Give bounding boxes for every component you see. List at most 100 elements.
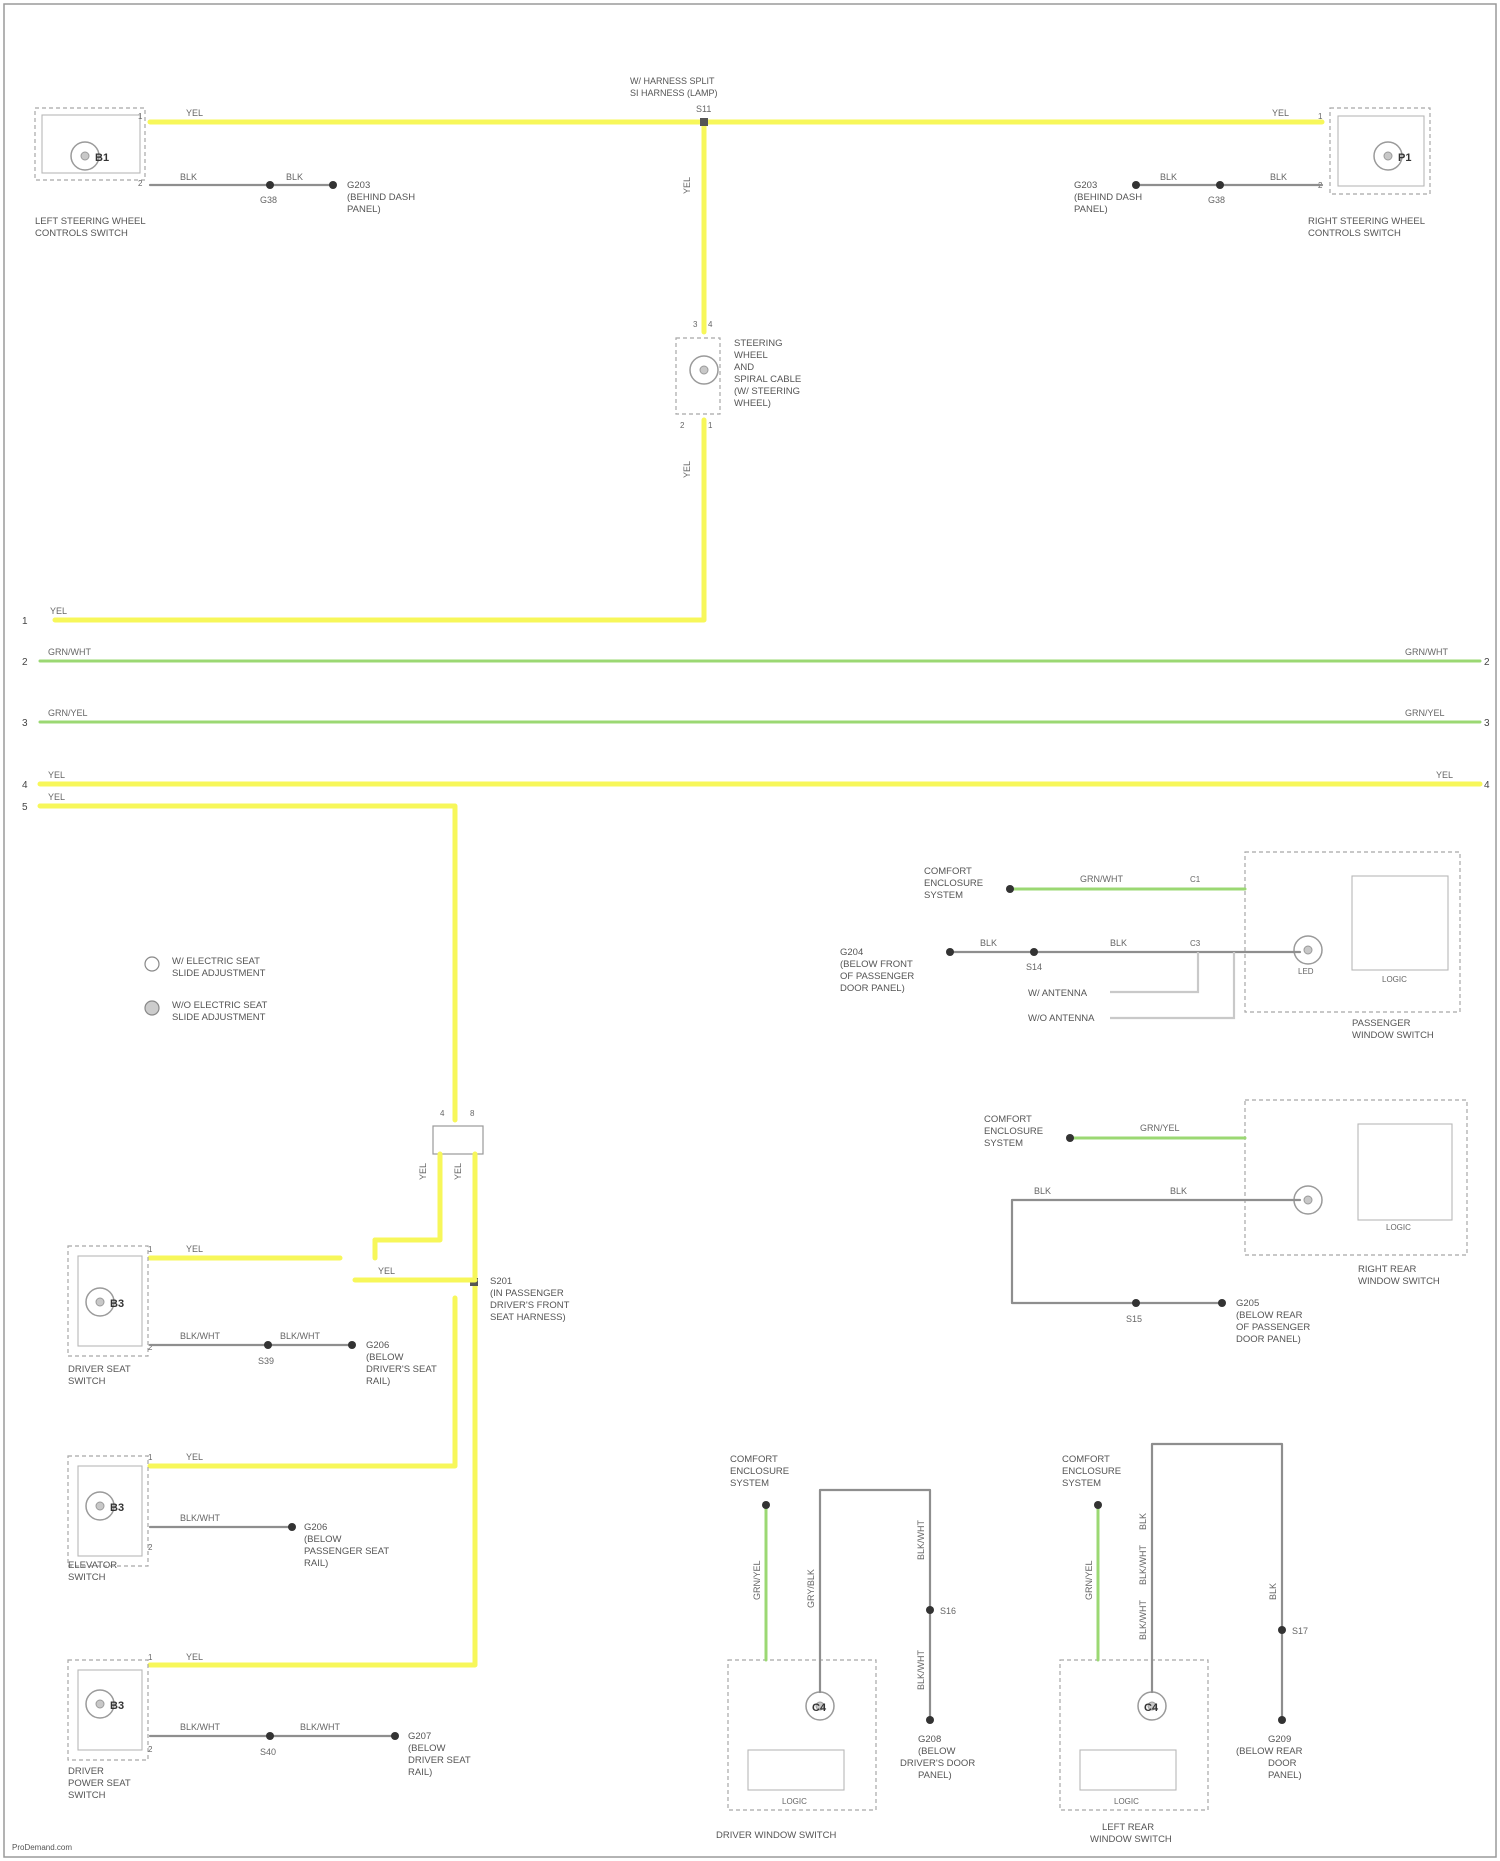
rear-right-ground-dot <box>1218 1299 1226 1307</box>
passenger-ground-wire-label: BLK <box>980 938 997 948</box>
legend-item-1-b: SLIDE ADJUSTMENT <box>172 968 266 979</box>
rear-left-window-switch: C4 LOGIC <box>1060 1660 1208 1810</box>
seat-switch-2-wire-bottom: BLK/WHT <box>180 1513 221 1523</box>
splice-s201-4: SEAT HARNESS) <box>490 1312 566 1323</box>
driver-splice-dot <box>926 1606 934 1614</box>
right-steering-switch-name-2: CONTROLS SWITCH <box>1308 228 1401 239</box>
seat-switch-1-wire-bottom-a: BLK/WHT <box>180 1331 221 1341</box>
passenger-illum-label: LED <box>1298 967 1314 976</box>
rear-left-splice-dot <box>1278 1626 1286 1634</box>
passenger-window-switch: LOGIC <box>1245 852 1460 1012</box>
seat-switch-1-wire-top: YEL <box>186 1244 203 1254</box>
top-yellow-wire-label-left: YEL <box>186 108 203 118</box>
bus-1-label: YEL <box>50 606 67 616</box>
svg-text:1: 1 <box>148 1245 153 1254</box>
seat-switch-2-ground-3: PASSENGER SEAT <box>304 1546 389 1557</box>
left-steering-ground-dot <box>329 181 337 189</box>
wire-connector-b-yellow <box>150 1154 475 1665</box>
rear-left-gray-wire-2b: BLK/WHT <box>1138 1599 1148 1640</box>
rear-left-gray-wire-2: BLK/WHT <box>1138 1544 1148 1585</box>
left-steering-switch-name-2: CONTROLS SWITCH <box>35 228 128 239</box>
right-steering-switch-name-1: RIGHT STEERING WHEEL <box>1308 216 1425 227</box>
bus-3-label-left: GRN/YEL <box>48 708 88 718</box>
seat-switch-3-wire-bottom-a: BLK/WHT <box>180 1722 221 1732</box>
seat-switch-3-splice-dot <box>266 1732 274 1740</box>
seat-switch-2-name-1: ELEVATOR <box>68 1560 117 1571</box>
driver-ground-4: PANEL) <box>918 1770 952 1781</box>
seat-switch-2-wire-top: YEL <box>186 1452 203 1462</box>
rear-left-gray-wire-3: BLK <box>1268 1583 1278 1600</box>
top-connector-label-2: SI HARNESS (LAMP) <box>630 88 718 98</box>
svg-text:B3: B3 <box>110 1502 124 1514</box>
clockspring-lower-wire-label: YEL <box>682 461 692 478</box>
seat-switch-3-name-3: SWITCH <box>68 1790 106 1801</box>
clockspring-label-3: AND <box>734 362 754 373</box>
bus-2-label-left: GRN/WHT <box>48 647 91 657</box>
footer-credit: ProDemand.com <box>12 1843 72 1852</box>
rear-left-ground-4: PANEL) <box>1268 1770 1302 1781</box>
wire-seat2-yellow <box>150 1298 455 1466</box>
svg-text:P1: P1 <box>1398 152 1411 164</box>
passenger-control-2: ENCLOSURE <box>924 878 983 889</box>
right-steering-ground-dot <box>1132 181 1140 189</box>
seat-switch-1: B3 1 2 <box>68 1245 153 1356</box>
rear-right-control-3: SYSTEM <box>984 1138 1023 1149</box>
legend-item-2-b: SLIDE ADJUSTMENT <box>172 1012 266 1023</box>
left-steering-switch: B1 1 2 <box>35 108 145 188</box>
connector-wire-b-label: YEL <box>453 1163 463 1180</box>
rear-right-ground-4: DOOR PANEL) <box>1236 1334 1301 1345</box>
svg-text:1: 1 <box>148 1453 153 1462</box>
clockspring-assembly: 3 4 2 1 <box>676 320 720 430</box>
bus-2-label-right: GRN/WHT <box>1405 647 1448 657</box>
passenger-blk-pin: C3 <box>1190 939 1201 948</box>
bus-4-label-left: YEL <box>48 770 65 780</box>
legend-item-1-a: W/ ELECTRIC SEAT <box>172 956 260 967</box>
svg-text:LOGIC: LOGIC <box>782 1797 807 1806</box>
right-steering-ground-wire-label: BLK <box>1270 172 1287 182</box>
seat-switch-2-ground-dot <box>288 1523 296 1531</box>
driver-splice-label: S16 <box>940 1606 956 1616</box>
svg-text:2: 2 <box>680 421 685 430</box>
seat-switch-3-ground-3: DRIVER SEAT <box>408 1755 471 1766</box>
right-steering-ground-1: G203 <box>1074 180 1097 191</box>
bus-5-label: YEL <box>48 792 65 802</box>
svg-text:1: 1 <box>1318 112 1323 121</box>
seat-switch-2-ground-1: G206 <box>304 1522 327 1533</box>
top-drop-wire-label: YEL <box>682 177 692 194</box>
seat-switch-1-name-2: SWITCH <box>68 1376 106 1387</box>
rear-right-green-wire-label: GRN/YEL <box>1140 1123 1180 1133</box>
right-steering-splice-label: G38 <box>1208 195 1225 205</box>
driver-ground-2: (BELOW <box>918 1746 956 1757</box>
rear-left-control-2: ENCLOSURE <box>1062 1466 1121 1477</box>
seat-switch-1-name-1: DRIVER SEAT <box>68 1364 131 1375</box>
svg-text:2: 2 <box>138 179 143 188</box>
passenger-ground-2: (BELOW FRONT <box>840 959 913 970</box>
rear-left-ground-3: DOOR <box>1268 1758 1297 1769</box>
passenger-ground-3: OF PASSENGER <box>840 971 914 982</box>
left-steering-splice-label: G38 <box>260 195 277 205</box>
clockspring-label-6: WHEEL) <box>734 398 771 409</box>
bus-3-label-right: GRN/YEL <box>1405 708 1445 718</box>
legend-marker-2 <box>145 1001 159 1015</box>
bus-3-num-right: 3 <box>1484 718 1490 729</box>
rear-right-ground-2: (BELOW REAR <box>1236 1310 1303 1321</box>
passenger-control-dot <box>1006 885 1014 893</box>
seat-switch-1-splice-dot <box>264 1341 272 1349</box>
wire-passenger-antenna-a <box>1110 952 1198 992</box>
top-splice-marker <box>700 118 708 126</box>
legend-item-2-a: W/O ELECTRIC SEAT <box>172 1000 268 1011</box>
seat-switch-1-ground-4: RAIL) <box>366 1376 390 1387</box>
seat-switch-2-ground-4: RAIL) <box>304 1558 328 1569</box>
wire-driver-gray <box>820 1490 930 1720</box>
bus-2-num-right: 2 <box>1484 657 1490 668</box>
svg-text:2: 2 <box>148 1745 153 1754</box>
svg-text:B3: B3 <box>110 1700 124 1712</box>
driver-gray-wire-3: BLK/WHT <box>916 1649 926 1690</box>
passenger-blk-wire-label: BLK <box>1110 938 1127 948</box>
seat-switch-2: B3 1 2 <box>68 1453 153 1566</box>
clockspring-label-4: SPIRAL CABLE <box>734 374 801 385</box>
driver-green-wire-label: GRN/YEL <box>752 1560 762 1600</box>
legend-marker-1 <box>145 957 159 971</box>
seat-switch-3-ground-2: (BELOW <box>408 1743 446 1754</box>
svg-text:LOGIC: LOGIC <box>1382 975 1407 984</box>
